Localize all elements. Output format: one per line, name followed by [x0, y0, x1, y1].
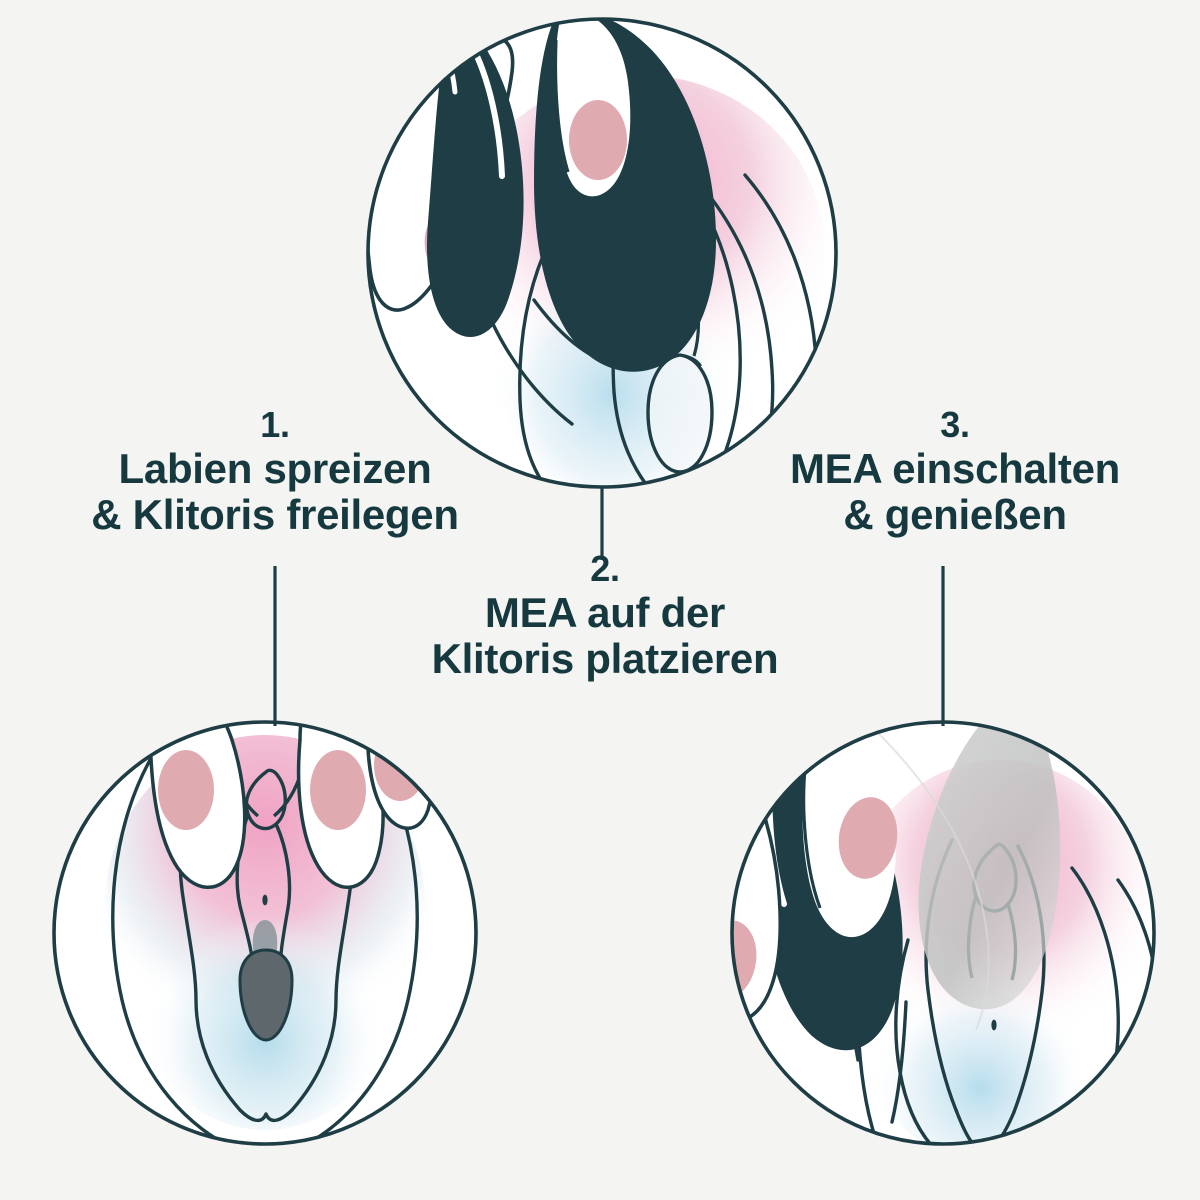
step-2-line-2: Klitoris platzieren	[431, 634, 779, 682]
step-2-number: 2.	[590, 548, 620, 589]
circle-illustration-step-3	[730, 720, 1156, 1146]
step-3-caption: 3. MEA einschalten & genießen	[710, 404, 1200, 537]
step-3-line-1: MEA einschalten	[789, 445, 1121, 493]
step-1-caption: 1. Labien spreizen & Klitoris freilegen	[20, 404, 530, 537]
step-3-number: 3.	[940, 404, 970, 445]
circle-illustration-step-2	[366, 17, 838, 489]
step-1-line-1: Labien spreizen	[118, 445, 432, 493]
step-1-number: 1.	[260, 404, 290, 445]
step-2-caption: 2. MEA auf der Klitoris platzieren	[355, 548, 855, 681]
step-3-line-2: & genießen	[843, 490, 1067, 538]
step-2-line-1: MEA auf der	[484, 589, 726, 637]
step-1-line-2: & Klitoris freilegen	[91, 490, 459, 538]
circle-illustration-step-1	[52, 720, 478, 1146]
